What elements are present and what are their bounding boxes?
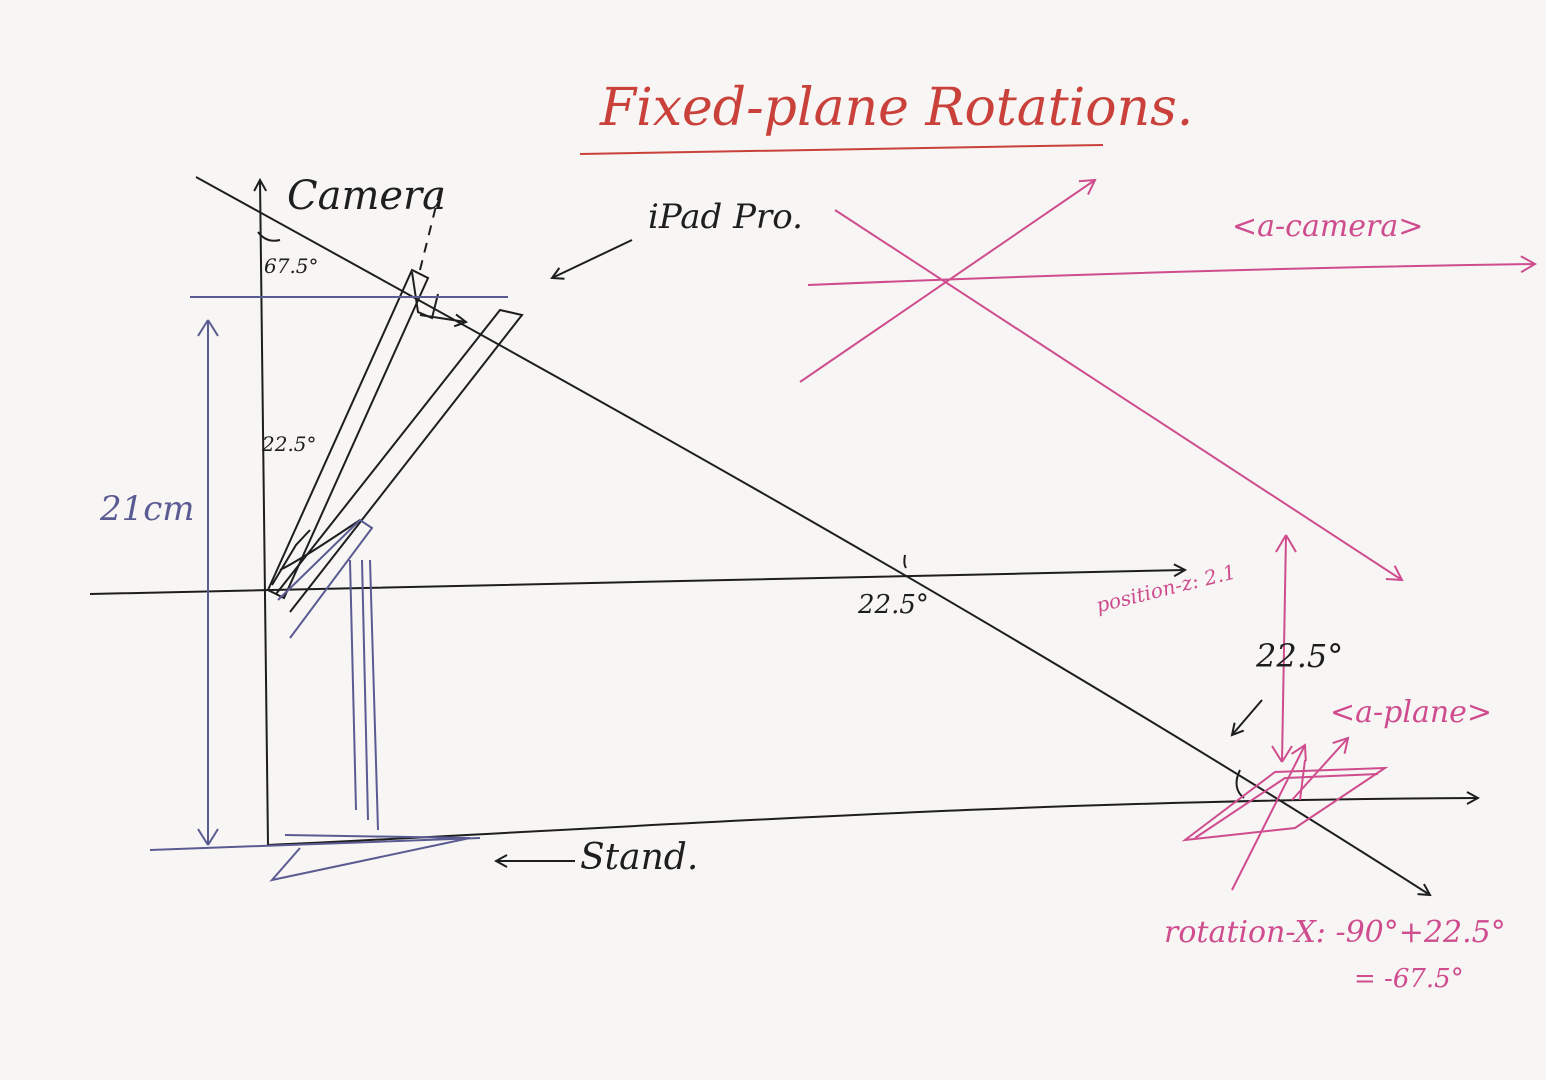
- pointer-arrows: [496, 239, 1263, 861]
- vertical-axis: [260, 180, 269, 846]
- rotation-x-label: rotation-X: -90°+22.5°: [1164, 915, 1506, 950]
- horizon-angle-label: 22.5°: [858, 590, 929, 620]
- a-camera-label: <a-camera>: [1232, 209, 1424, 244]
- camera-angle-label: 67.5°: [264, 254, 319, 278]
- a-plane-label: <a-plane>: [1330, 695, 1493, 730]
- a-camera-axes: [799, 178, 1538, 582]
- angle-arcs: [257, 231, 1245, 799]
- a-plane-sketch: [1181, 736, 1389, 891]
- camera-label: Camera: [287, 173, 447, 219]
- tilt-angle-label: 22.5°: [262, 432, 317, 456]
- height-label: 21cm: [100, 489, 195, 529]
- title-underline: [579, 144, 1104, 155]
- stand-label: Stand.: [580, 837, 699, 878]
- stand-sketch: [149, 296, 508, 882]
- plane-angle-label: 22.5°: [1256, 637, 1344, 675]
- diagram-title: Fixed-plane Rotations.: [600, 78, 1194, 138]
- position-z-arrow: [1271, 534, 1297, 763]
- line-of-sight: [195, 176, 1430, 895]
- rotation-result-label: = -67.5°: [1354, 964, 1464, 994]
- ipad-label: iPad Pro.: [648, 197, 803, 237]
- ipad-sketch: [266, 189, 524, 613]
- horizontal-axis: [89, 570, 1185, 595]
